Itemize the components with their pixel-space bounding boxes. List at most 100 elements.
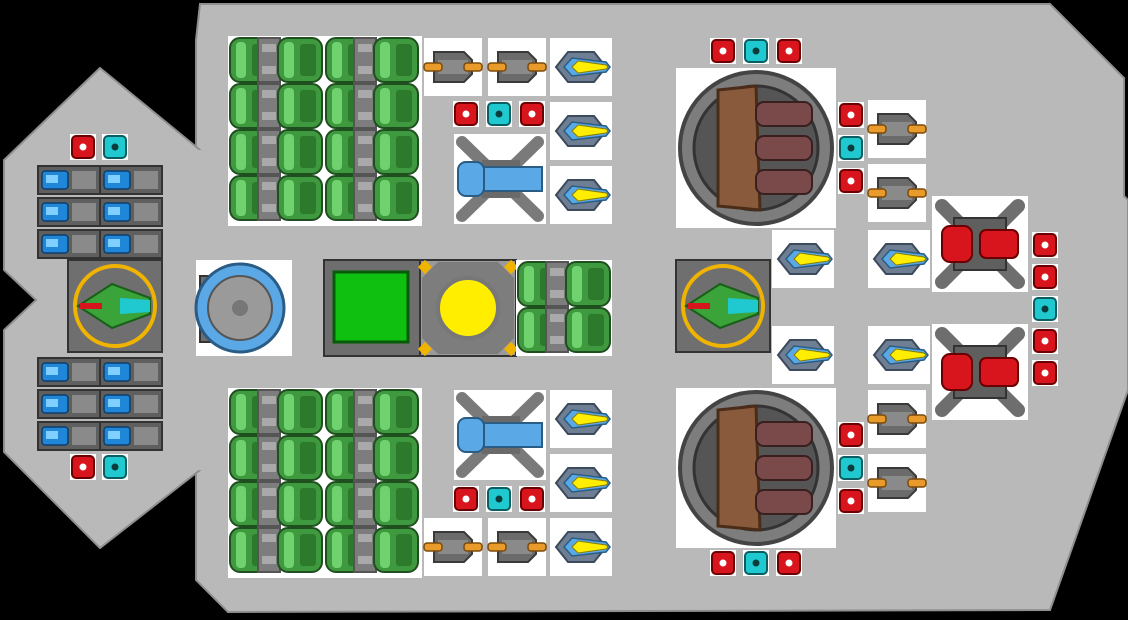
engine-icon[interactable]: [549, 453, 613, 513]
cyan-block-icon[interactable]: [1031, 295, 1059, 323]
gold-cannon-icon[interactable]: [867, 99, 927, 159]
green-tank-icon[interactable]: [373, 129, 419, 175]
cockpit-icon[interactable]: [674, 258, 772, 354]
green-tank-icon[interactable]: [277, 129, 323, 175]
cyan-block-icon[interactable]: [742, 37, 770, 65]
gold-cannon-icon[interactable]: [423, 37, 483, 97]
green-tank-icon[interactable]: [373, 389, 419, 435]
gold-cannon-icon[interactable]: [867, 163, 927, 223]
red-block-icon[interactable]: [837, 421, 865, 449]
green-tank-icon[interactable]: [277, 527, 323, 573]
green-tank-icon[interactable]: [373, 175, 419, 221]
fuel-tank-icon[interactable]: [99, 421, 163, 451]
triple-turret-icon[interactable]: [674, 386, 838, 550]
red-block-icon[interactable]: [1031, 263, 1059, 291]
green-tank-icon[interactable]: [277, 175, 323, 221]
red-gatling-icon[interactable]: [932, 196, 1028, 292]
green-tank-icon[interactable]: [373, 481, 419, 527]
radar-dish-icon[interactable]: [194, 262, 286, 354]
gold-cannon-icon[interactable]: [487, 517, 547, 577]
green-panel-icon[interactable]: [323, 259, 421, 357]
green-tank-icon[interactable]: [373, 435, 419, 481]
gold-cannon-icon[interactable]: [867, 389, 927, 449]
reactor-core-icon[interactable]: [417, 259, 519, 357]
red-block-icon[interactable]: [709, 37, 737, 65]
red-block-icon[interactable]: [775, 549, 803, 577]
red-gatling-icon[interactable]: [932, 324, 1028, 420]
green-tank-icon[interactable]: [277, 435, 323, 481]
red-block-icon[interactable]: [518, 100, 546, 128]
fuel-tank-icon[interactable]: [37, 165, 101, 195]
pipe-icon: [257, 527, 281, 573]
cyan-block-icon[interactable]: [837, 454, 865, 482]
gold-cannon-icon[interactable]: [423, 517, 483, 577]
cyan-block-icon[interactable]: [485, 100, 513, 128]
pipe-icon: [257, 83, 281, 129]
red-block-icon[interactable]: [69, 453, 97, 481]
red-block-icon[interactable]: [518, 485, 546, 513]
red-block-icon[interactable]: [452, 485, 480, 513]
pipe-icon: [353, 527, 377, 573]
gold-cannon-icon[interactable]: [487, 37, 547, 97]
pipe-icon: [257, 175, 281, 221]
pipe-icon: [257, 389, 281, 435]
pipe-icon: [257, 37, 281, 83]
green-tank-icon[interactable]: [565, 261, 611, 307]
red-block-icon[interactable]: [1031, 327, 1059, 355]
engine-icon[interactable]: [549, 165, 613, 225]
cyan-block-icon[interactable]: [742, 549, 770, 577]
engine-icon[interactable]: [549, 389, 613, 449]
pipe-icon: [353, 175, 377, 221]
red-block-icon[interactable]: [69, 133, 97, 161]
gold-cannon-icon[interactable]: [867, 453, 927, 513]
engine-icon[interactable]: [867, 325, 931, 385]
engine-icon[interactable]: [549, 517, 613, 577]
pipe-icon: [353, 435, 377, 481]
cyan-block-icon[interactable]: [101, 133, 129, 161]
pipe-icon: [545, 307, 569, 353]
red-block-icon[interactable]: [837, 487, 865, 515]
green-tank-icon[interactable]: [373, 83, 419, 129]
red-block-icon[interactable]: [1031, 359, 1059, 387]
fuel-tank-icon[interactable]: [37, 421, 101, 451]
engine-icon[interactable]: [867, 229, 931, 289]
triple-turret-icon[interactable]: [674, 66, 838, 230]
cyan-block-icon[interactable]: [485, 485, 513, 513]
green-tank-icon[interactable]: [277, 83, 323, 129]
fuel-tank-icon[interactable]: [99, 357, 163, 387]
cyan-block-icon[interactable]: [101, 453, 129, 481]
green-tank-icon[interactable]: [373, 37, 419, 83]
fuel-tank-icon[interactable]: [99, 165, 163, 195]
fuel-tank-icon[interactable]: [37, 229, 101, 259]
engine-icon[interactable]: [771, 325, 835, 385]
fuel-tank-icon[interactable]: [99, 389, 163, 419]
fuel-tank-icon[interactable]: [37, 357, 101, 387]
engine-icon[interactable]: [549, 37, 613, 97]
engine-icon[interactable]: [771, 229, 835, 289]
fuel-tank-icon[interactable]: [37, 197, 101, 227]
green-tank-icon[interactable]: [277, 481, 323, 527]
blue-railgun-icon[interactable]: [454, 134, 546, 224]
green-tank-icon[interactable]: [277, 37, 323, 83]
red-block-icon[interactable]: [775, 37, 803, 65]
pipe-icon: [353, 37, 377, 83]
pipe-icon: [353, 83, 377, 129]
green-tank-icon[interactable]: [277, 389, 323, 435]
red-block-icon[interactable]: [1031, 231, 1059, 259]
green-tank-icon[interactable]: [565, 307, 611, 353]
red-block-icon[interactable]: [709, 549, 737, 577]
fuel-tank-icon[interactable]: [99, 197, 163, 227]
cockpit-icon[interactable]: [66, 258, 164, 354]
pipe-icon: [353, 481, 377, 527]
green-tank-icon[interactable]: [373, 527, 419, 573]
red-block-icon[interactable]: [837, 167, 865, 195]
cyan-block-icon[interactable]: [837, 134, 865, 162]
red-block-icon[interactable]: [837, 101, 865, 129]
blue-railgun-icon[interactable]: [454, 390, 546, 480]
fuel-tank-icon[interactable]: [37, 389, 101, 419]
red-block-icon[interactable]: [452, 100, 480, 128]
fuel-tank-icon[interactable]: [99, 229, 163, 259]
engine-icon[interactable]: [549, 101, 613, 161]
